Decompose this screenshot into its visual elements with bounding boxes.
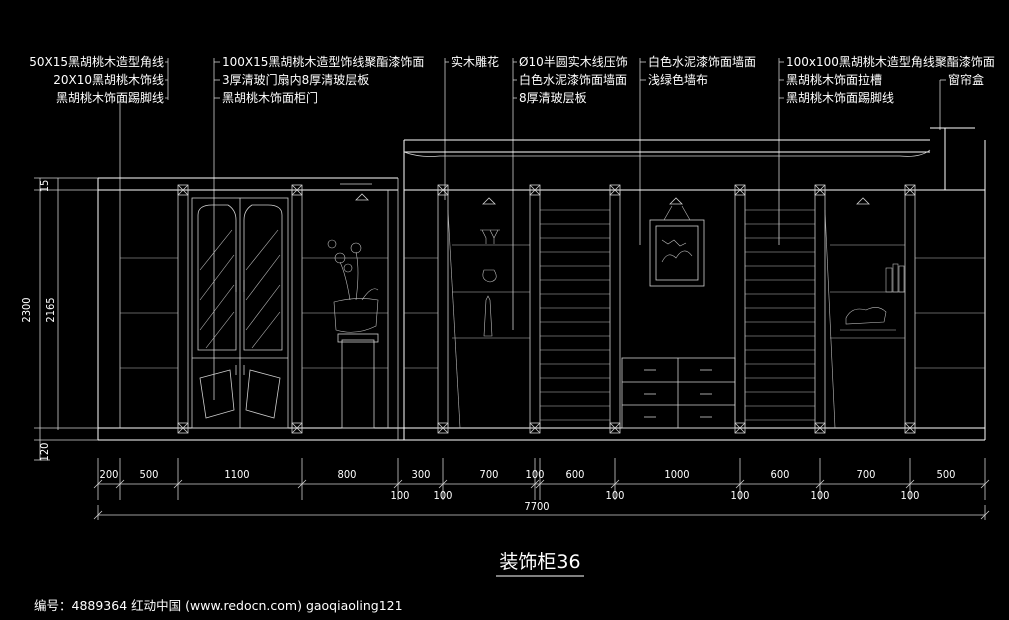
annotation-4-line-2: 白色水泥漆饰面墙面	[519, 72, 627, 87]
dim-h-200: 200	[100, 468, 119, 481]
annotation-5: 白色水泥漆饰面墙面 浅绿色墙布	[648, 54, 756, 87]
annotation-1-line-1: 50X15黑胡桃木造型角线	[29, 54, 164, 69]
annotation-6-line-3: 黑胡桃木饰面踢脚线	[786, 90, 894, 105]
annotation-6: 100x100黑胡桃木造型角线聚酯漆饰面 黑胡桃木饰面拉槽 黑胡桃木饰面踢脚线	[786, 54, 995, 105]
annotation-1-line-3: 黑胡桃木饰面踢脚线	[56, 90, 164, 105]
dim-h-100-b5: 100	[811, 489, 830, 502]
annotation-5-line-1: 白色水泥漆饰面墙面	[648, 54, 756, 69]
annotation-5-line-2: 浅绿色墙布	[648, 72, 708, 87]
drawer-unit	[621, 357, 736, 429]
dim-v-15: 15	[38, 180, 51, 193]
annotation-3: 实木雕花	[451, 54, 499, 69]
dim-total: 7700	[524, 500, 549, 513]
dim-h-100-b3: 100	[606, 489, 625, 502]
post-caps	[177, 184, 916, 434]
annotation-2: 100X15黑胡桃木造型饰线聚酯漆饰面 3厚清玻门扇内8厚清玻层板 黑胡桃木饰面…	[222, 54, 424, 105]
dim-h-700a: 700	[480, 468, 499, 481]
dim-v-2165: 2165	[44, 297, 57, 322]
horizontal-dimension-labels: 200 500 1100 800 300 700 100 600 1000 60…	[100, 468, 956, 513]
dim-h-300: 300	[412, 468, 431, 481]
dim-h-500b: 500	[937, 468, 956, 481]
dim-v-2300: 2300	[20, 297, 33, 322]
vertical-dimension-chain	[34, 177, 98, 461]
wall-painting	[649, 205, 705, 287]
annotation-1: 50X15黑胡桃木造型角线 20X10黑胡桃木饰线 黑胡桃木饰面踢脚线	[29, 54, 164, 105]
annotation-2-line-2: 3厚清玻门扇内8厚清玻层板	[222, 72, 369, 87]
dim-h-100: 100	[526, 468, 545, 481]
dim-h-600a: 600	[566, 468, 585, 481]
annotation-4: Ø10半圆实木线压饰 白色水泥漆饰面墙面 8厚清玻层板	[519, 54, 628, 105]
dim-h-500: 500	[140, 468, 159, 481]
dim-h-1000: 1000	[664, 468, 689, 481]
plant-pedestal	[327, 239, 379, 429]
dim-h-100-b2: 100	[434, 489, 453, 502]
annotation-3-line-1: 实木雕花	[451, 54, 499, 69]
dim-h-100-b4: 100	[731, 489, 750, 502]
annotation-2-line-1: 100X15黑胡桃木造型饰线聚酯漆饰面	[222, 54, 424, 69]
annotation-6-line-2: 黑胡桃木饰面拉槽	[786, 72, 882, 87]
annotation-1-line-2: 20X10黑胡桃木饰线	[53, 72, 164, 87]
annotation-4-line-3: 8厚清玻层板	[519, 91, 587, 105]
dim-h-600b: 600	[771, 468, 790, 481]
annotation-4-line-1: Ø10半圆实木线压饰	[519, 54, 628, 69]
dim-h-700b: 700	[857, 468, 876, 481]
footer-text: 编号：4889364 红动中国 (www.redocn.com) gaoqiao…	[34, 598, 403, 613]
dim-h-100-b1: 100	[391, 489, 410, 502]
glass-door	[191, 197, 289, 429]
shelf-ornaments	[480, 229, 905, 337]
annotation-7-line-1: 窗帘盒	[948, 72, 984, 87]
horizontal-dimension-chain	[93, 458, 990, 520]
dim-h-800: 800	[338, 468, 357, 481]
annotation-6-line-1: 100x100黑胡桃木造型角线聚酯漆饰面	[786, 54, 995, 69]
spot-lights	[340, 183, 870, 205]
cabinet-elevation	[97, 127, 986, 441]
drawing-title: 装饰柜36	[499, 551, 580, 573]
dim-v-120: 120	[38, 443, 51, 462]
annotation-2-line-3: 黑胡桃木饰面柜门	[222, 90, 318, 105]
dim-h-1100: 1100	[224, 468, 249, 481]
dim-h-100-b6: 100	[901, 489, 920, 502]
annotation-7: 窗帘盒	[948, 72, 984, 87]
groove-panels	[540, 209, 815, 421]
